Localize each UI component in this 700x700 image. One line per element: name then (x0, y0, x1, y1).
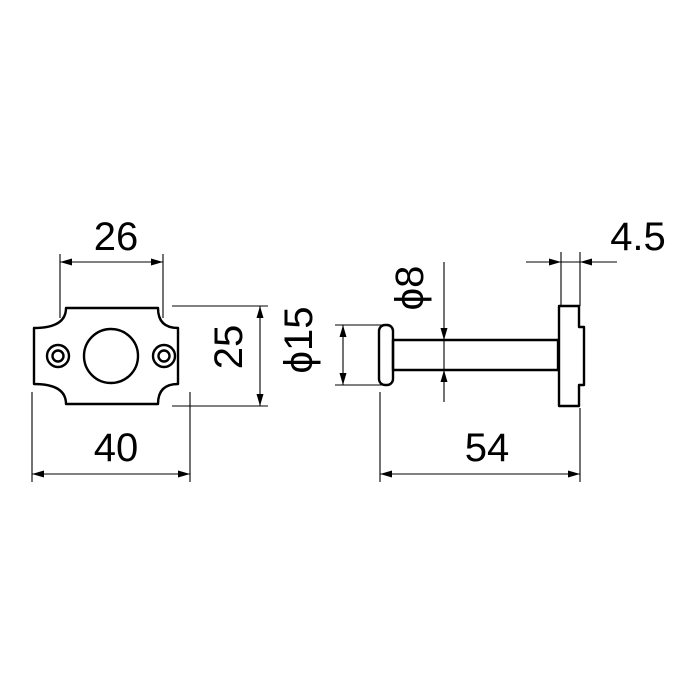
screw-hole-left (45, 343, 71, 369)
center-bore (82, 327, 140, 385)
plate-height-label: 25 (207, 325, 251, 370)
side-view (377, 304, 586, 408)
screw-hole-left-inner (51, 349, 65, 363)
dim-overall-length: 54 (379, 392, 581, 482)
hook-shaft (391, 338, 560, 372)
dim-plate-height: 25 (172, 305, 268, 407)
hole-spacing-label: 26 (94, 215, 139, 259)
plate-width-label: 40 (94, 426, 139, 470)
mounting-plate-outline (32, 306, 180, 406)
dim-shaft-diameter: ϕ8 (388, 262, 448, 402)
screw-hole-right (151, 343, 177, 369)
dim-hole-spacing: 26 (59, 215, 164, 318)
screw-hole-right-inner (157, 349, 171, 363)
hook-head (377, 323, 395, 387)
head-diameter-label: ϕ15 (277, 307, 321, 374)
base-thickness-label: 4.5 (610, 215, 666, 259)
overall-length-label: 54 (465, 426, 510, 470)
shaft-diameter-label: ϕ8 (388, 266, 432, 311)
front-view (32, 306, 180, 406)
hook-base (557, 304, 586, 408)
dim-plate-width: 40 (31, 392, 191, 482)
dim-head-diameter: ϕ15 (277, 307, 382, 386)
dim-base-thickness: 4.5 (526, 215, 666, 306)
